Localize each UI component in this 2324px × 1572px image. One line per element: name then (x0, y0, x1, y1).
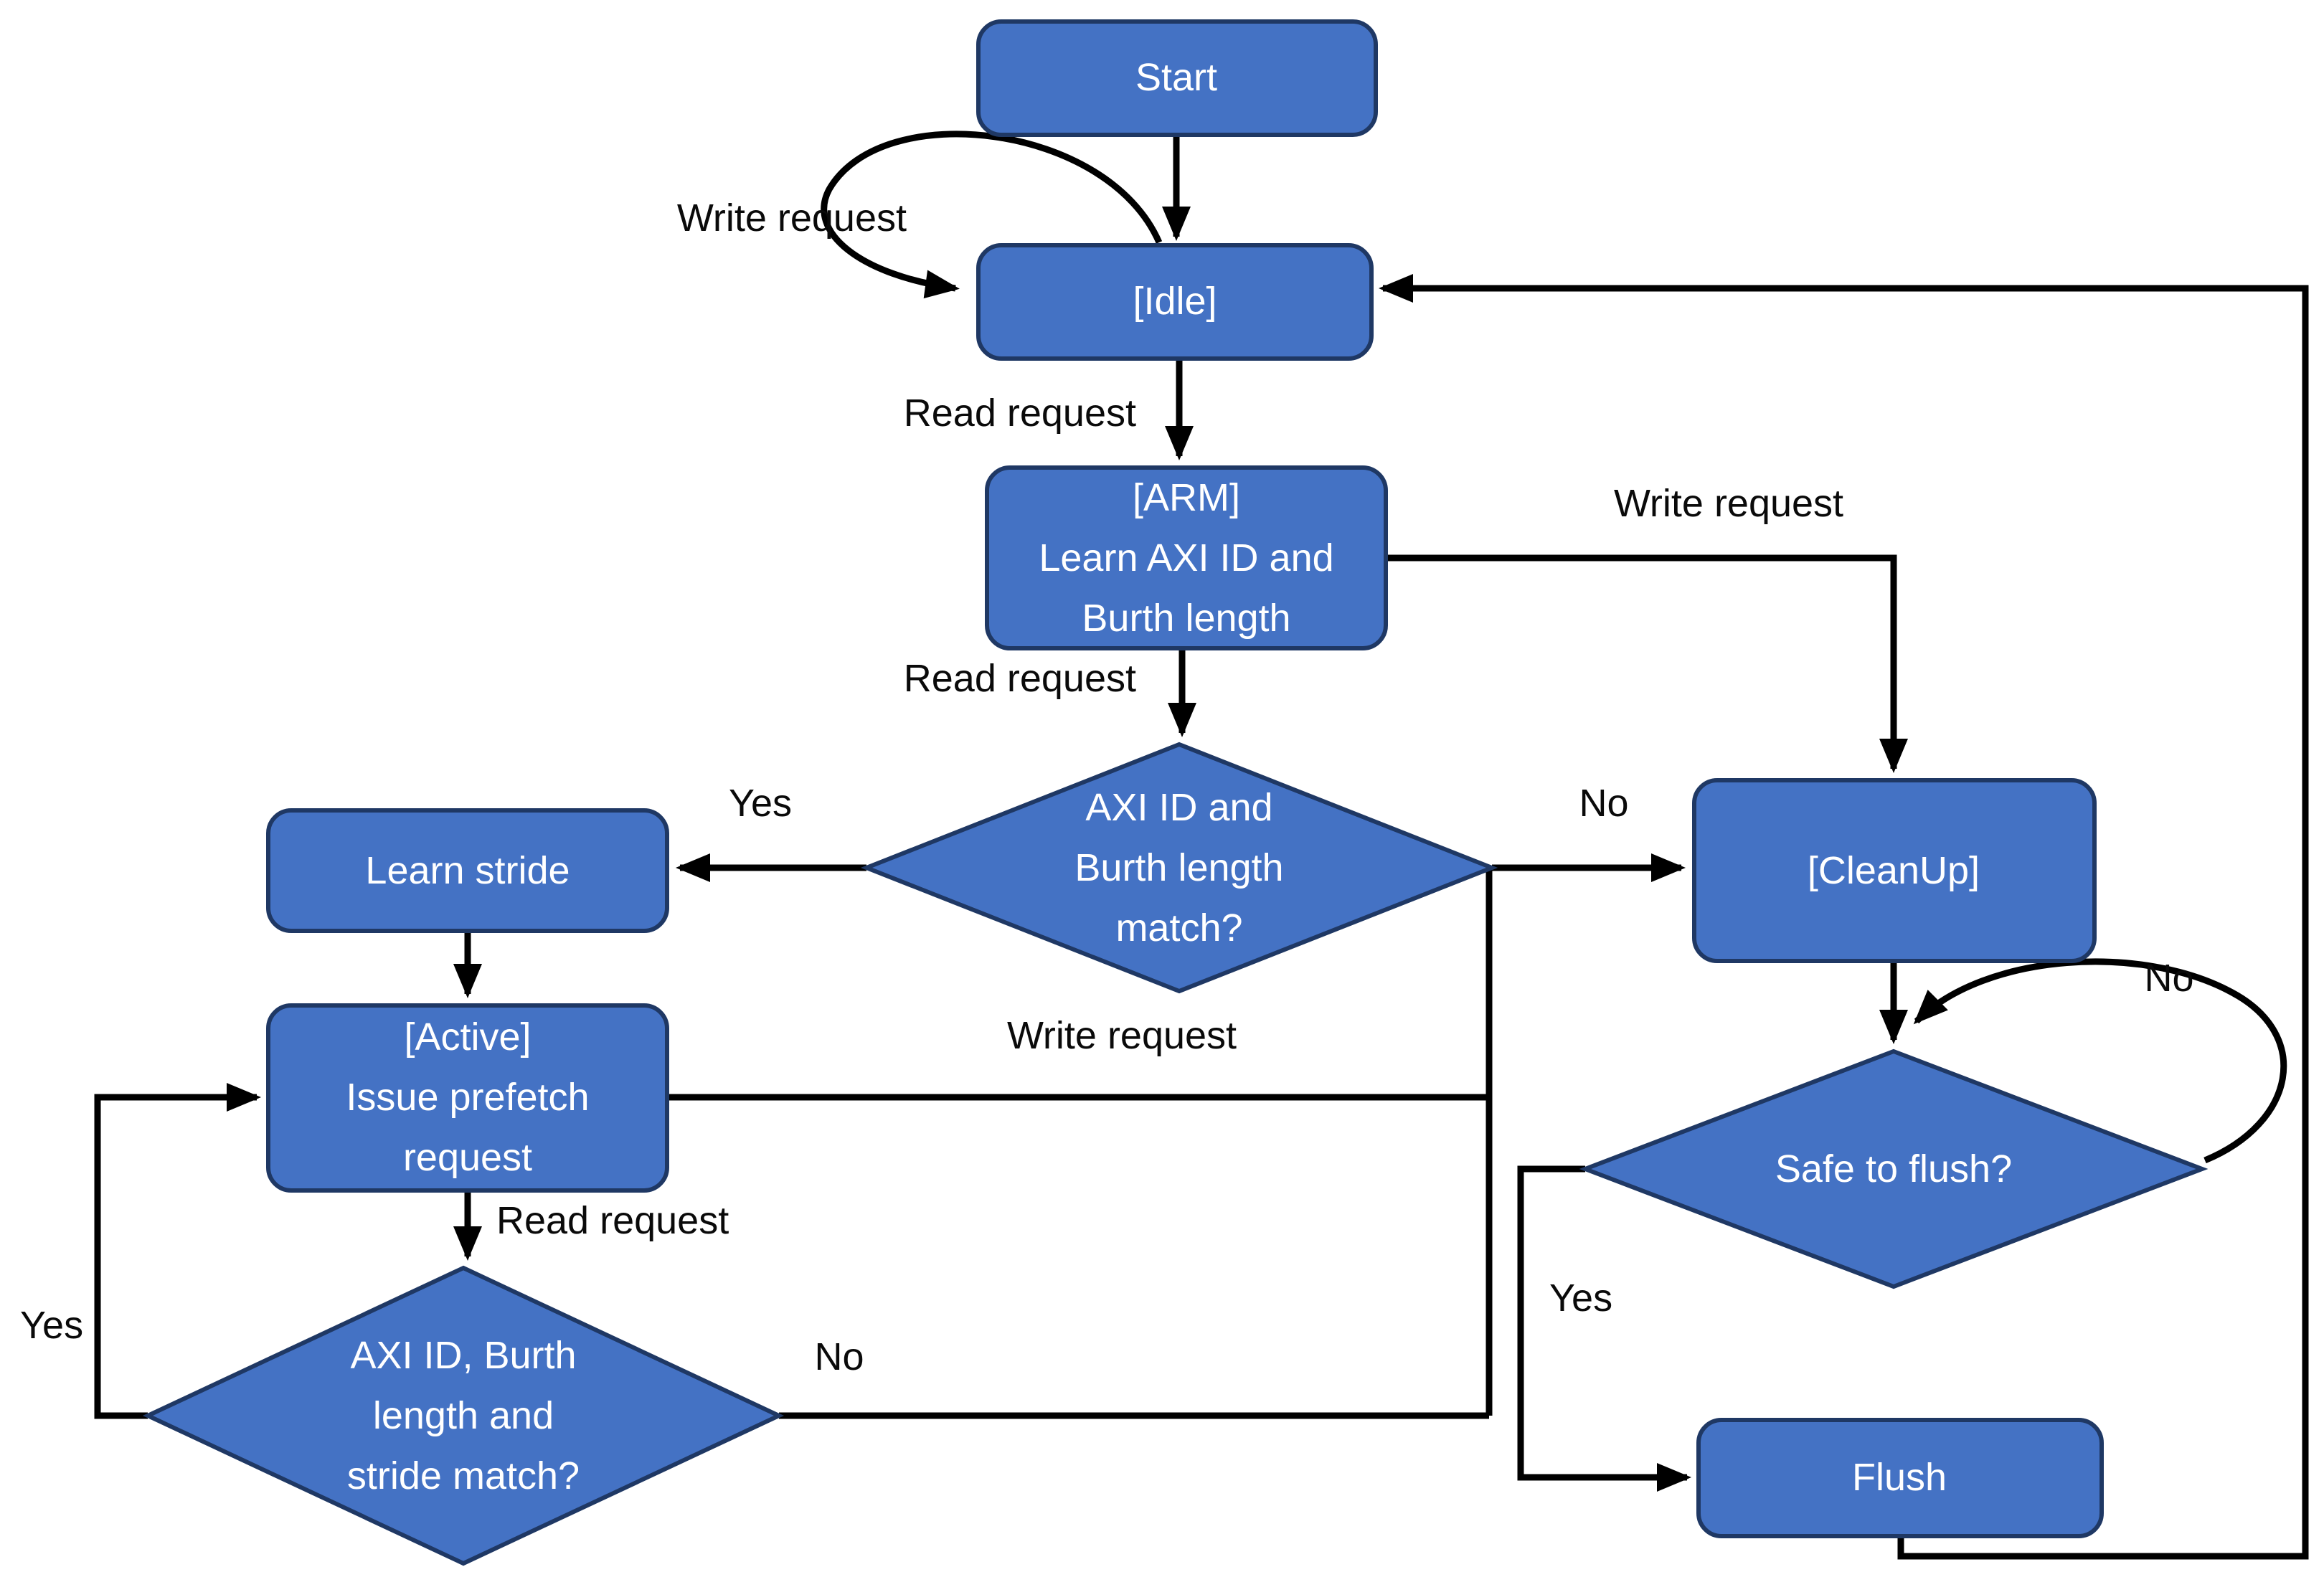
label-active-write-request: Write request (1007, 1014, 1237, 1057)
node-idle-label: [Idle] (1133, 280, 1217, 323)
label-safe-loop-no: No (2144, 957, 2193, 1000)
node-cleanup-label: [CleanUp] (1808, 849, 1980, 892)
label-match1-yes: Yes (729, 782, 792, 825)
edges (94, 131, 2309, 1560)
node-safe-to-flush-label: Safe to flush? (1775, 1147, 2012, 1190)
node-active-line3: request (403, 1136, 532, 1179)
label-match1-no: No (1579, 782, 1628, 825)
node-start (976, 19, 1378, 137)
node-match1-line2: Burth length (1074, 846, 1283, 889)
edge-flush-return-to-idle (1379, 274, 2309, 1560)
label-arm-to-match1-read-request: Read request (904, 657, 1136, 700)
node-safe-to-flush-diamond (1579, 1048, 2209, 1289)
label-idle-self-write-request: Write request (677, 196, 907, 240)
node-start-label: Start (1135, 56, 1217, 99)
edge-safe-yes-to-flush (1517, 1165, 1691, 1492)
edge-safe-self-loop (1913, 958, 2287, 1164)
label-idle-to-arm-read-request: Read request (904, 392, 1136, 435)
label-match2-no: No (814, 1335, 864, 1378)
label-safe-yes: Yes (1549, 1277, 1612, 1320)
node-match2-line2: length and (373, 1394, 554, 1437)
label-arm-to-cleanup-write-request: Write request (1614, 482, 1843, 525)
node-active-line2: Issue prefetch (346, 1076, 589, 1119)
node-match2-diamond (142, 1265, 785, 1566)
node-arm (985, 465, 1388, 650)
node-active-line1: [Active] (404, 1015, 531, 1059)
node-match1-diamond (860, 742, 1498, 994)
node-learn-stride (266, 808, 669, 933)
node-cleanup (1692, 778, 2097, 963)
label-active-to-match2-read-request: Read request (496, 1199, 729, 1242)
node-arm-line2: Learn AXI ID and (1039, 536, 1333, 579)
node-arm-line3: Burth length (1082, 597, 1290, 640)
node-active (266, 1003, 669, 1193)
node-match1-line1: AXI ID and (1085, 786, 1272, 829)
node-match2-line1: AXI ID, Burth (350, 1334, 576, 1377)
node-flush (1696, 1418, 2104, 1538)
node-idle (976, 243, 1374, 361)
node-arm-line1: [ARM] (1133, 476, 1240, 519)
edge-idle-self-loop (821, 131, 1163, 299)
node-match1-line3: match? (1115, 906, 1242, 950)
node-learn-stride-label: Learn stride (365, 849, 570, 892)
nodes: Start [Idle] [ARM] Learn AXI ID and Burt… (142, 19, 2209, 1566)
edge-arm-to-cleanup (1386, 554, 1908, 773)
edge-labels: Write request Read request Read request … (20, 196, 2194, 1378)
node-match2-line3: stride match? (347, 1454, 580, 1497)
label-match2-yes: Yes (20, 1304, 83, 1347)
node-flush-label: Flush (1852, 1456, 1947, 1499)
edge-match2-yes-to-active (94, 1083, 261, 1419)
